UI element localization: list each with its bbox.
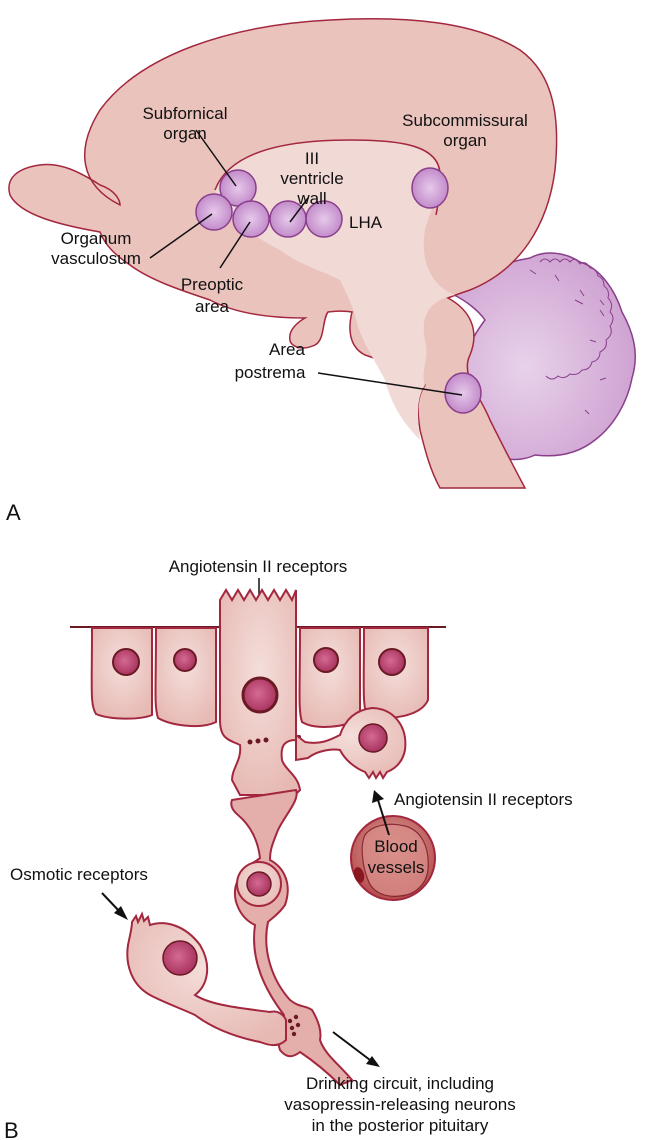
label-drinking-3: in the posterior pituitary [312, 1116, 489, 1135]
panel-letter-a: A [6, 500, 21, 525]
panel-a-brain: Subfornical organ Subcommissural organ I… [6, 18, 636, 525]
label-postrema-2: postrema [235, 363, 306, 382]
label-angiotensin-right: Angiotensin II receptors [394, 790, 573, 809]
ependymal-cells [90, 627, 429, 728]
label-blood-2: vessels [368, 858, 425, 877]
panel-letter-b: B [4, 1118, 19, 1140]
organ-organum-vasculosum [195, 193, 233, 231]
red-blood-cell [353, 867, 365, 883]
second-neuron [230, 788, 354, 1087]
label-organum-2: vasculosum [51, 249, 141, 268]
organ-preoptic-area [232, 200, 270, 238]
label-drinking-2: vasopressin-releasing neurons [284, 1095, 516, 1114]
arrow-drinking-circuit [332, 1031, 371, 1061]
organ-subcommissural [411, 167, 449, 209]
label-ventricle-1: III [305, 149, 319, 168]
label-subcommissural-1: Subcommissural [402, 111, 528, 130]
organ-lha [305, 200, 343, 238]
label-postrema-1: Area [269, 340, 305, 359]
label-drinking-1: Drinking circuit, including [306, 1074, 494, 1093]
label-preoptic-2: area [195, 297, 230, 316]
arrow-osmotic [101, 892, 121, 913]
label-lha: LHA [349, 213, 383, 232]
label-ventricle-2: ventricle [280, 169, 343, 188]
label-angiotensin-top: Angiotensin II receptors [169, 557, 348, 576]
label-osmotic: Osmotic receptors [10, 865, 148, 884]
label-organum-1: Organum [61, 229, 132, 248]
panel-b-cells: Angiotensin II receptors [4, 557, 573, 1140]
nucleus-relay-neuron [246, 871, 272, 897]
label-subfornical-2: organ [163, 124, 206, 143]
label-subcommissural-2: organ [443, 131, 486, 150]
leader-lines [149, 129, 463, 396]
nucleus-receptor-cell [241, 676, 279, 714]
label-blood-1: Blood [374, 837, 417, 856]
label-ventricle-3: wall [296, 189, 326, 208]
cerebellum-folia [529, 258, 614, 415]
label-preoptic-1: Preoptic [181, 275, 244, 294]
label-subfornical-1: Subfornical [142, 104, 227, 123]
arrow-blood-to-receptors [377, 799, 390, 836]
